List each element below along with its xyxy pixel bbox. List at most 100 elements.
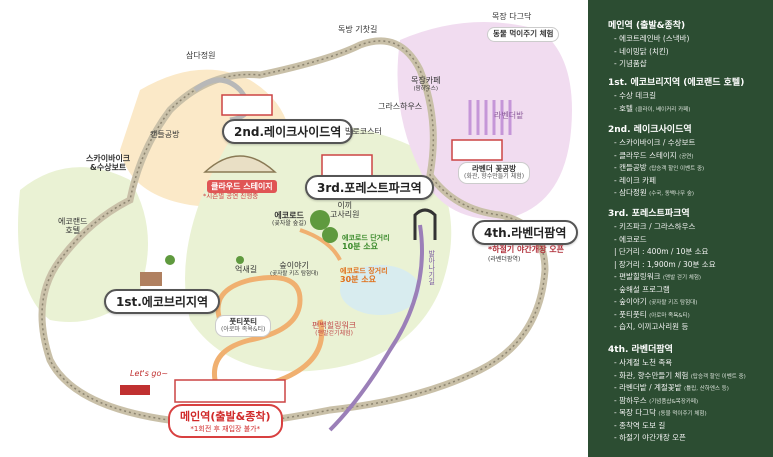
label-samda-garden: 삼다정원 — [186, 51, 216, 60]
legend-section-title: 메인역 (출발&종착) — [608, 21, 686, 31]
station-ecobridge[interactable]: 1st.에코브리지역 — [104, 289, 221, 314]
label-barefoot-walk: 편백힐링워크 (맨발걷기체험) — [312, 321, 357, 337]
label-forest-story: 숲이야기 (곶자왈 키즈 탐험대) — [270, 261, 319, 277]
forest-story-sub: (곶자왈 키즈 탐험대) — [270, 270, 319, 277]
legend-item-text: - 클라우드 스테이지 — [614, 150, 680, 160]
legend-section-title: 1st. 에코브리지역 (에코랜드 호텔) — [608, 78, 745, 88]
legend-item-text: - 습지, 이끼고사리원 등 — [614, 322, 689, 331]
legend-section-title: 4th. 라벤더팜역 — [608, 345, 673, 355]
station-forestpark[interactable]: 3rd.포레스트파크역 — [305, 175, 434, 200]
legend-item-text: - 숲이야기 — [614, 297, 650, 306]
legend-item: - 수상 데크길 — [614, 90, 656, 101]
legend-item-text: | 장거리 : 1,900m / 30분 소요 — [614, 259, 716, 269]
label-moss-garden: 이끼 고사리원 — [330, 201, 360, 219]
legend-item-text: - 캔들공방 — [614, 163, 650, 172]
label-eco-road: 에코로드 (곶자왈 숲길) — [272, 211, 306, 227]
eco-road-name: 에코로드 — [274, 211, 304, 220]
label-walking-path: 발아나기길 — [427, 250, 436, 285]
legend-item: - 목장 다그닥 (동물 먹이주기 체험) — [614, 407, 707, 418]
legend-item: - 키즈파크 / 그라스하우스 — [614, 221, 695, 232]
main-station-note: *1회전 후 재입장 불가* — [190, 425, 261, 433]
label-footspa: 풋티풋티 (아로마 족욕&티) — [216, 316, 271, 336]
label-claude-note: *시즌별 공연 진행중 — [203, 192, 259, 200]
legend-item-note: (클라이, 베이커리 카페) — [635, 106, 691, 113]
legend-item-text: - 라벤더밭 / 계절꽃밭 — [614, 383, 684, 392]
legend-item: - 호텔 (클라이, 베이커리 카페) — [614, 103, 690, 114]
legend-item: - 숲이야기 (곶자왈 키즈 탐험대) — [614, 296, 697, 307]
legend-item: - 숲해설 프로그램 — [614, 284, 670, 295]
legend-section-title: 2nd. 레이크사이드역 — [608, 125, 692, 135]
legend-item-note: (공연) — [679, 153, 694, 160]
label-night-sub: (라벤더팜역) — [488, 256, 521, 263]
legend-item-text: - 레이크 카페 — [614, 175, 656, 185]
barefoot-walk-name: 편백힐링워크 — [312, 321, 357, 330]
legend-item-text: - 수상 데크길 — [614, 91, 656, 100]
legend-item: - 캔들공방 (탑승객 할인 이벤트 중) — [614, 162, 704, 173]
farm-cafe-name: 목장카페 — [411, 76, 441, 85]
legend-item-text: | 단거리 : 400m / 10분 소요 — [614, 247, 709, 256]
legend-item: - 팜하우스 (기념품샵&목장카페) — [614, 395, 698, 406]
station-lavenderfarm[interactable]: 4th.라벤더팜역 — [472, 220, 579, 245]
legend-item: - 네이밍닭 (치킨) — [614, 46, 669, 57]
station-main[interactable]: 메인역(출발&종착) *1회전 후 재입장 불가* — [168, 404, 283, 438]
label-ranch: 목장 다그닥 — [492, 12, 532, 21]
legend-item-note: (튤립, 산하엔스 등) — [683, 386, 729, 392]
long-course-time: 30분 소요 — [340, 274, 376, 284]
legend-item-text: - 호텔 — [614, 103, 636, 113]
lavender-studio-sub: (화관, 향수만들기 체험) — [464, 172, 525, 180]
label-candle-studio: 캔들공방 — [150, 130, 180, 139]
lakeside-station-building — [221, 94, 273, 116]
label-lets-go: Let's go~ — [130, 369, 169, 378]
train-track — [38, 37, 549, 429]
legend-item: - 스카이바이크 / 수상보트 — [614, 137, 695, 148]
label-skybike: 스카이바이크 &수상보트 — [86, 154, 131, 172]
legend-item: - 라벤더밭 / 계절꽃밭 (튤립, 산하엔스 등) — [614, 382, 729, 393]
label-farm-cafe: 목장카페 (팜하우스) — [411, 76, 441, 92]
legend-item-text: - 에코트레인바 (스낵바) — [614, 34, 690, 43]
train — [120, 385, 150, 395]
legend-panel: 메인역 (출발&종착) - 에코트레인바 (스낵바) - 네이밍닭 (치킨) - 기념… — [588, 0, 773, 457]
legend-item-text: - 삼다정원 — [614, 188, 650, 197]
legend-item: - 습지, 이끼고사리원 등 — [614, 321, 688, 332]
legend-item-text: - 에코로드 — [614, 234, 647, 244]
label-silver-grass: 억새길 — [235, 265, 258, 274]
legend-item: - 편발힐링워크 (맨발 걷기 체험) — [614, 271, 701, 282]
forest-story-name: 숲이야기 — [279, 261, 309, 270]
legend-item-text: - 편발힐링워크 — [614, 272, 663, 281]
legend-item-text: - 하절기 야간개장 오픈 — [614, 433, 686, 442]
legend-item-text: - 화관, 향수만들기 체험 — [614, 370, 691, 380]
short-course-name: 에코로드 단거리 — [342, 234, 390, 242]
farm-cafe-sub: (팜하우스) — [413, 85, 438, 92]
legend-item: - 클라우드 스테이지 (공연) — [614, 150, 693, 161]
park-map: 2nd.레이크사이드역 3rd.포레스트파크역 4th.라벤더팜역 1st.에코… — [18, 12, 579, 438]
gate — [413, 208, 437, 240]
legend-item: | 단거리 : 400m / 10분 소요 — [614, 246, 708, 257]
legend-item-note: (아로마 족욕&티) — [649, 312, 690, 319]
eco-bridge-station-building — [140, 272, 162, 286]
footspa-sub: (아로마 족욕&티) — [221, 325, 266, 333]
label-night-market: *하절기 야간개장 오픈 — [488, 245, 564, 254]
barefoot-walk-sub: (맨발걷기체험) — [315, 329, 353, 337]
legend-item-text: - 기념품샵 — [614, 59, 647, 68]
legend-item: - 에코로드 — [614, 234, 647, 245]
walking-path — [328, 224, 424, 432]
legend-item: - 에코트레인바 (스낵바) — [614, 33, 689, 44]
claude-stage-dome — [203, 155, 277, 173]
long-course-name: 에코로드 장거리 — [340, 267, 388, 275]
legend-item-note: (수국, 동백나무 숲) — [649, 191, 695, 197]
legend-item-text: - 스카이바이크 / 수상보트 — [614, 138, 696, 147]
label-balo-coaster: 발로코스터 — [345, 127, 382, 136]
legend-section-title: 3rd. 포레스트파크역 — [608, 209, 690, 219]
legend-item: - 레이크 카페 — [614, 175, 656, 186]
eco-road-short — [299, 228, 342, 261]
legend-item-text: - 종착역 도보 길 — [614, 420, 666, 430]
forest-station-building — [321, 154, 373, 178]
legend-item: | 장거리 : 1,900m / 30분 소요 — [614, 259, 716, 270]
legend-item-note: (탑승객 할인 이벤트 중) — [649, 166, 705, 172]
pond — [340, 265, 420, 315]
legend-item-note: (곶자왈 키즈 탐험대) — [649, 300, 698, 306]
lavender-studio-name: 라벤더 꽃공방 — [472, 164, 517, 173]
station-lakeside[interactable]: 2nd.레이크사이드역 — [222, 119, 354, 144]
label-claude-stage: 클라우드 스테이지 — [207, 180, 277, 193]
legend-item: - 화관, 향수만들기 체험 (탑승객 할인 이벤트 중) — [614, 370, 746, 381]
